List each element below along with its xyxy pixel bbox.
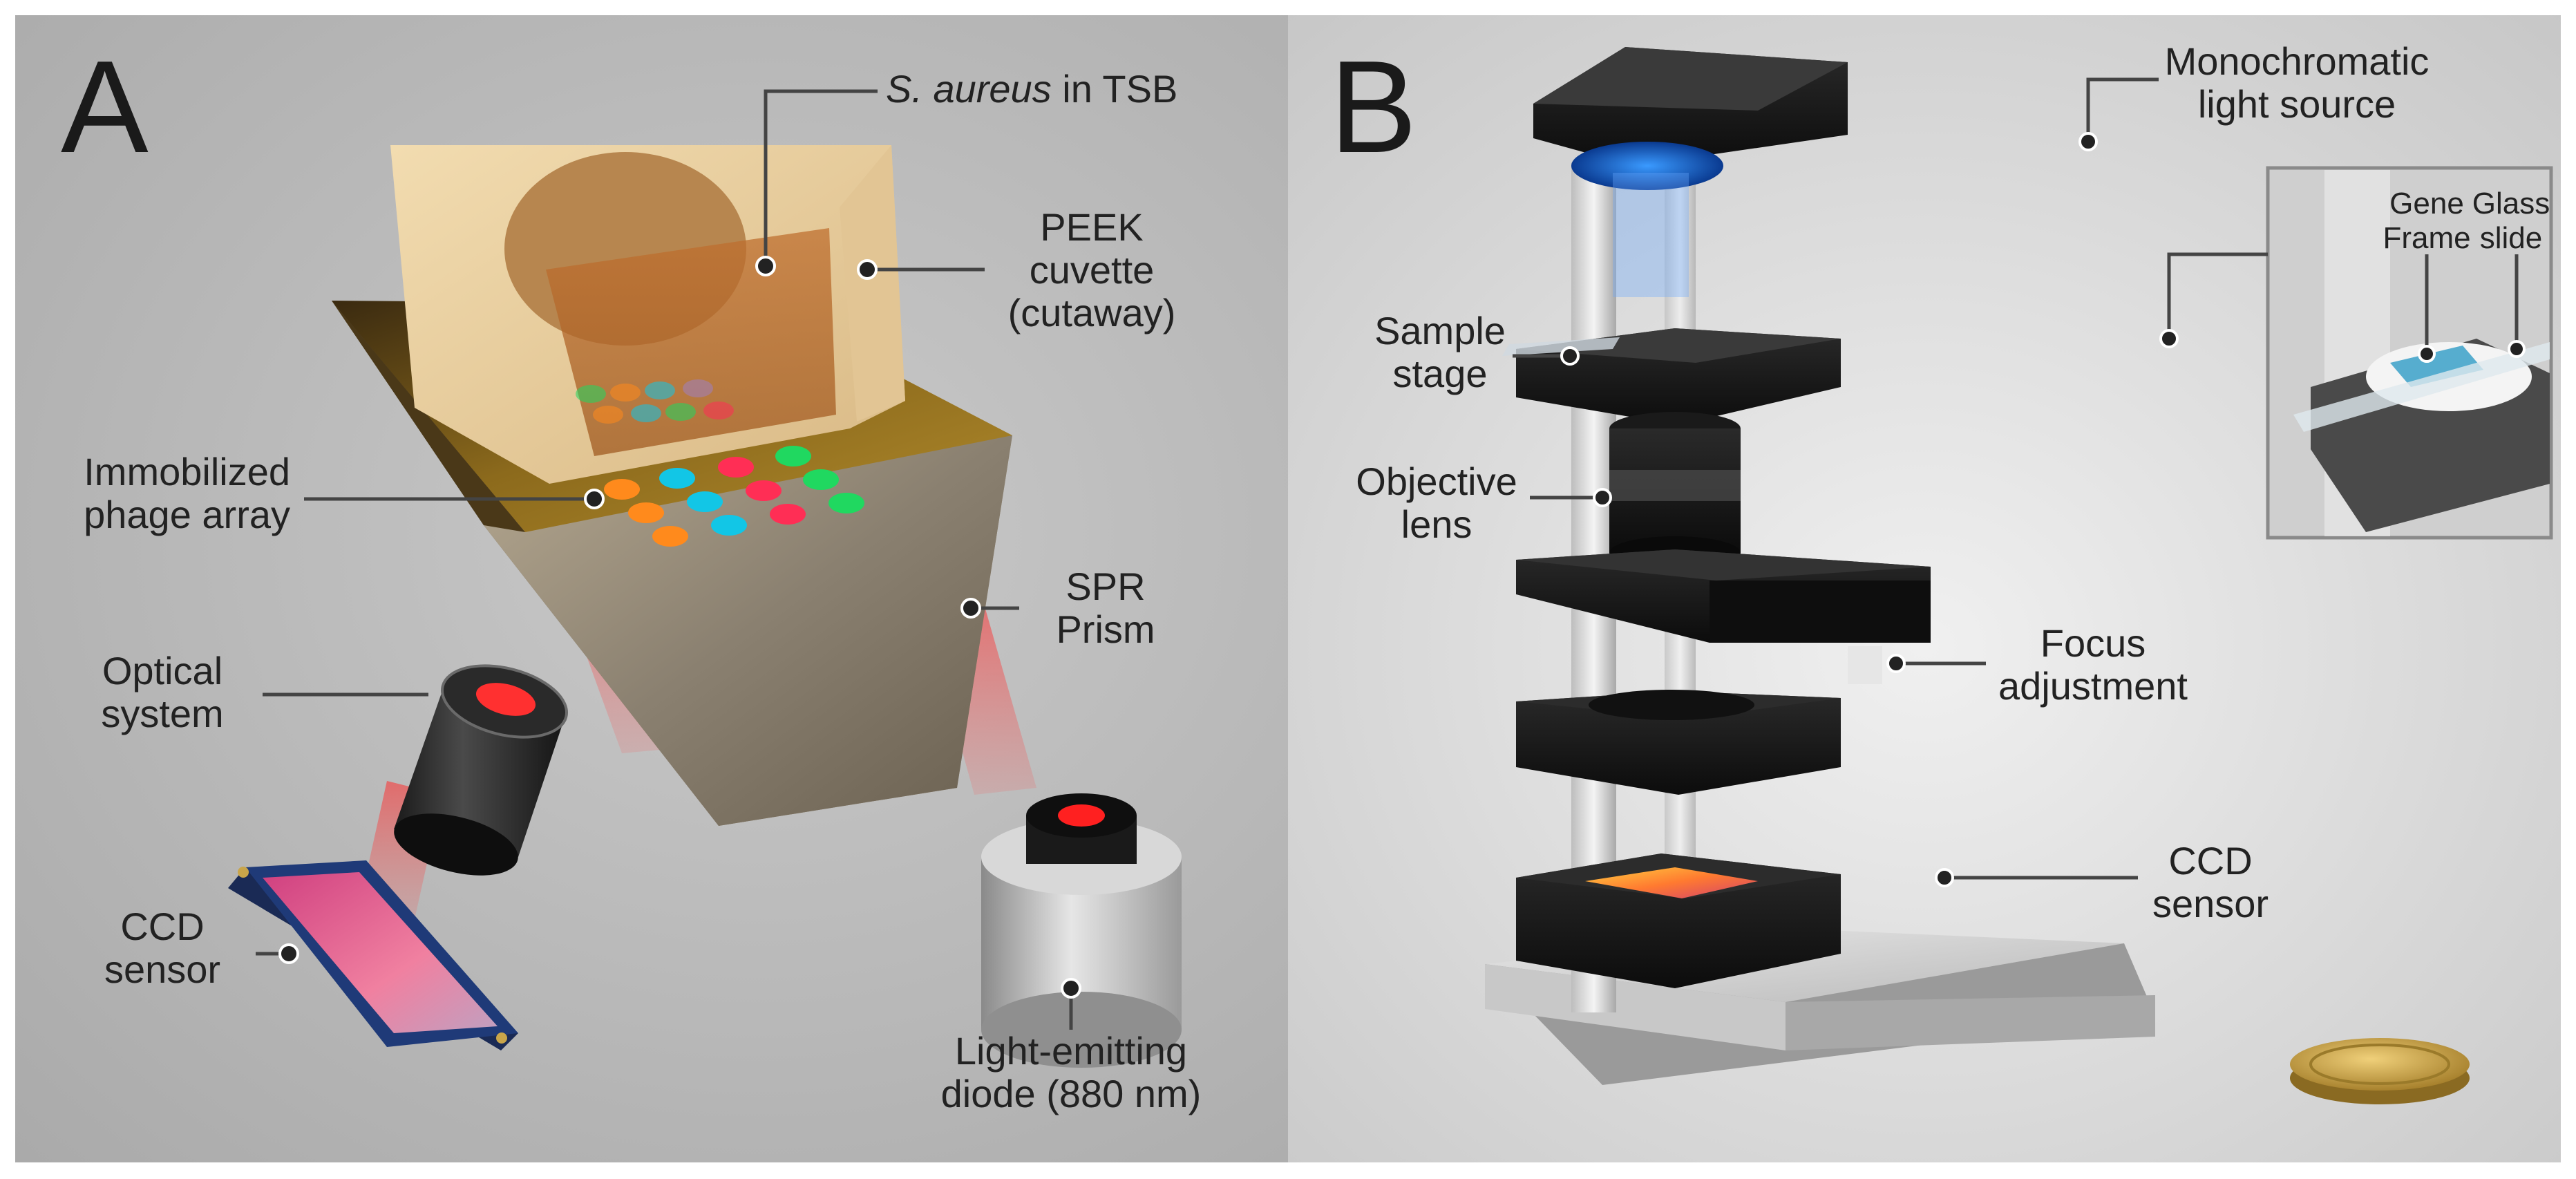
- peek-cuvette: [390, 145, 905, 484]
- glass-slide-label-line1: Glass: [2472, 187, 2550, 220]
- ccd-sensor-a-label: CCD sensor: [79, 905, 245, 991]
- objective-lens: [1609, 412, 1741, 569]
- optical-system: [394, 664, 569, 876]
- cuvette-label: PEEK cuvette (cutaway): [981, 206, 1202, 334]
- phage-spot: [652, 526, 688, 547]
- phage-spot: [746, 480, 782, 501]
- prism-label-line1: SPR: [1066, 565, 1146, 608]
- light-source-housing: [1533, 47, 1848, 297]
- phage-spot: [718, 457, 754, 478]
- phage-spot: [659, 468, 695, 489]
- phage-spot: [775, 446, 811, 466]
- inset-detail: [2266, 166, 2553, 540]
- gene-frame-chamber: [2390, 346, 2483, 387]
- phage-spot: [687, 491, 723, 512]
- ccd-sensor-b-label: CCD sensor: [2134, 840, 2286, 925]
- phage-spot: [803, 469, 839, 490]
- ccd-sensor-a: [228, 860, 518, 1050]
- phage-spot: [604, 479, 640, 500]
- callout-dots-a: [278, 256, 1081, 999]
- optical-label-line1: Optical: [102, 649, 223, 692]
- led-label-line1: Light-emitting: [954, 1029, 1188, 1073]
- ccd-b-label-line1: CCD: [2168, 839, 2253, 883]
- objective-label-line2: lens: [1401, 502, 1472, 546]
- bacteria-medium: in TSB: [1051, 67, 1178, 111]
- glass-slide-label-line2: slide: [2479, 221, 2543, 255]
- panel-b-label: B: [1329, 34, 1417, 180]
- focus-label-line2: adjustment: [1998, 664, 2188, 708]
- sample-stage-label: Sample stage: [1364, 310, 1516, 395]
- prism-label-line2: Prism: [1056, 607, 1155, 651]
- panel-a: A S. aureus in TSB PEEK cuvette (cutaway…: [15, 15, 1288, 1162]
- gene-frame-label-line2: Frame: [2383, 221, 2471, 255]
- focus-adjustment-label: Focus adjustment: [1979, 622, 2207, 708]
- phage-array-label-line2: phage array: [84, 493, 290, 536]
- phage-spot: [628, 502, 664, 523]
- panel-a-illustration: [15, 15, 1288, 1162]
- phage-array-label-line1: Immobilized: [84, 450, 290, 493]
- stage-label-line1: Sample: [1374, 309, 1506, 352]
- focus-plate: [1516, 549, 1931, 684]
- cuvette-label-line2: cuvette: [1029, 248, 1155, 292]
- cuvette-label-line3: (cutaway): [1007, 291, 1176, 334]
- glass-slide-label: Glass slide: [2459, 187, 2563, 256]
- phage-spot: [828, 493, 864, 513]
- focus-knob: [1848, 646, 1882, 684]
- phage-array: [604, 446, 864, 547]
- callout-dots-b: [1560, 132, 2526, 887]
- optical-system-label: Optical system: [73, 650, 252, 735]
- phage-spot: [770, 504, 806, 525]
- bacteria-label: S. aureus in TSB: [886, 68, 1177, 111]
- stage-label-line2: stage: [1392, 352, 1488, 395]
- coin: [2290, 1038, 2470, 1104]
- glass-slide-shape: [2293, 342, 2550, 432]
- ccd-b-label-line2: sensor: [2152, 882, 2269, 925]
- light-label-line2: light source: [2197, 82, 2396, 126]
- panel-b: B Monochromatic light source Sample stag…: [1288, 0, 2576, 1179]
- objective-label-line1: Objective: [1356, 460, 1517, 503]
- leader-lines-b: [1513, 77, 2519, 880]
- sample-stage: [1502, 328, 1841, 425]
- panel-b-illustration: [1288, 15, 2561, 1162]
- optical-label-line2: system: [101, 692, 224, 735]
- phage-array-label: Immobilized phage array: [28, 451, 290, 536]
- light-emitting-diode: [981, 793, 1182, 1068]
- ccd-a-label-line1: CCD: [120, 905, 205, 948]
- cuvette-label-line1: PEEK: [1040, 205, 1144, 249]
- objective-lens-label: Objective lens: [1343, 460, 1530, 546]
- panel-a-label: A: [61, 34, 149, 180]
- lower-plate: [1516, 690, 1841, 795]
- ccd-housing: [1516, 853, 1841, 988]
- prism-label: SPR Prism: [1023, 565, 1188, 651]
- phage-spot: [711, 515, 747, 536]
- bacteria-species: S. aureus: [886, 67, 1052, 111]
- focus-label-line1: Focus: [2040, 621, 2146, 665]
- ccd-a-label-line2: sensor: [104, 947, 221, 991]
- light-source-label: Monochromatic light source: [2159, 40, 2435, 126]
- led-label-line2: diode (880 nm): [940, 1072, 1202, 1115]
- light-label-line1: Monochromatic: [2164, 39, 2430, 83]
- led-label: Light-emitting diode (880 nm): [919, 1030, 1223, 1115]
- gene-frame-label-line1: Gene: [2389, 187, 2464, 220]
- gene-frame-label: Gene Frame: [2371, 187, 2482, 256]
- leader-lines-a: [256, 89, 1073, 1030]
- phage-array-faint: [576, 379, 734, 424]
